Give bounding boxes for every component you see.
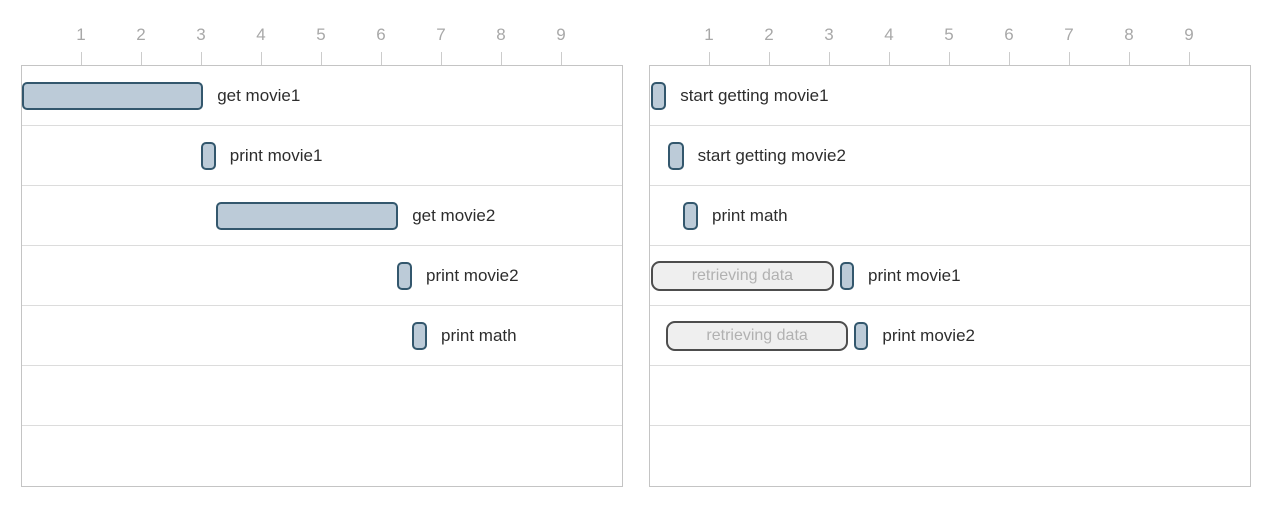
axis-tick-label: 7: [436, 25, 446, 44]
task-row: get movie1: [22, 66, 622, 126]
task-bar: [397, 262, 412, 290]
task-bar: [683, 202, 698, 230]
task-row: retrieving data print movie2: [650, 306, 1250, 366]
axis-tick-label: 3: [196, 25, 206, 44]
task-row: get movie2: [22, 186, 622, 246]
axis-tick-label: 4: [884, 25, 894, 44]
task-row: [22, 366, 622, 426]
task-label: print movie2: [426, 266, 519, 285]
waiting-bar-text: retrieving data: [706, 327, 808, 344]
axis-tick-label: 3: [824, 25, 834, 44]
waiting-bar-text: retrieving data: [691, 267, 794, 284]
axis-tick-label: 2: [136, 25, 146, 44]
task-label: get movie1: [217, 86, 301, 105]
axis-tick-label: 1: [704, 25, 714, 44]
task-bar: [651, 82, 667, 110]
task-row: [22, 426, 622, 486]
task-label: print movie2: [882, 326, 975, 345]
axis-tick-label: 9: [556, 25, 566, 44]
task-bar: [854, 322, 869, 350]
task-label: start getting movie1: [680, 86, 829, 105]
task-label: print math: [712, 206, 788, 225]
waiting-bar: retrieving data: [651, 261, 834, 291]
task-label: print movie1: [868, 266, 961, 285]
task-row: print math: [22, 306, 622, 366]
task-bar: [668, 142, 684, 170]
axis-tick-label: 7: [1064, 25, 1074, 44]
axis-tick-label: 2: [764, 25, 774, 44]
axis-tick-label: 5: [944, 25, 954, 44]
task-row: print movie2: [22, 246, 622, 306]
task-row: print movie1: [22, 126, 622, 186]
task-row: print math: [650, 186, 1250, 246]
task-bar: [215, 202, 399, 230]
task-bar: [412, 322, 427, 350]
axis-tick-label: 9: [1184, 25, 1194, 44]
task-row: start getting movie2: [650, 126, 1250, 186]
task-label: get movie2: [412, 206, 496, 225]
task-row: start getting movie1: [650, 66, 1250, 126]
task-label: print math: [441, 326, 517, 345]
axis-tick-label: 5: [316, 25, 326, 44]
task-row: retrieving data print movie1: [650, 246, 1250, 306]
chart-grid: get movie1 print movie1 get movie2 print mo…: [21, 65, 623, 487]
axis-tick-label: 6: [1004, 25, 1014, 44]
axis-tick-label: 8: [1124, 25, 1134, 44]
task-bar: [200, 142, 216, 170]
task-bar: [840, 262, 854, 290]
axis-tick-label: 1: [76, 25, 86, 44]
axis-tick-label: 6: [376, 25, 386, 44]
waiting-bar: retrieving data: [666, 321, 848, 351]
task-label: print movie1: [229, 146, 323, 165]
axis-tick-label: 8: [496, 25, 506, 44]
task-label: start getting movie2: [697, 146, 846, 165]
chart-grid: start getting movie1 start getting movie2…: [649, 65, 1251, 487]
task-row: [650, 426, 1250, 486]
task-row: [650, 366, 1250, 426]
axis-tick-label: 4: [256, 25, 266, 44]
task-bar: [22, 82, 204, 110]
